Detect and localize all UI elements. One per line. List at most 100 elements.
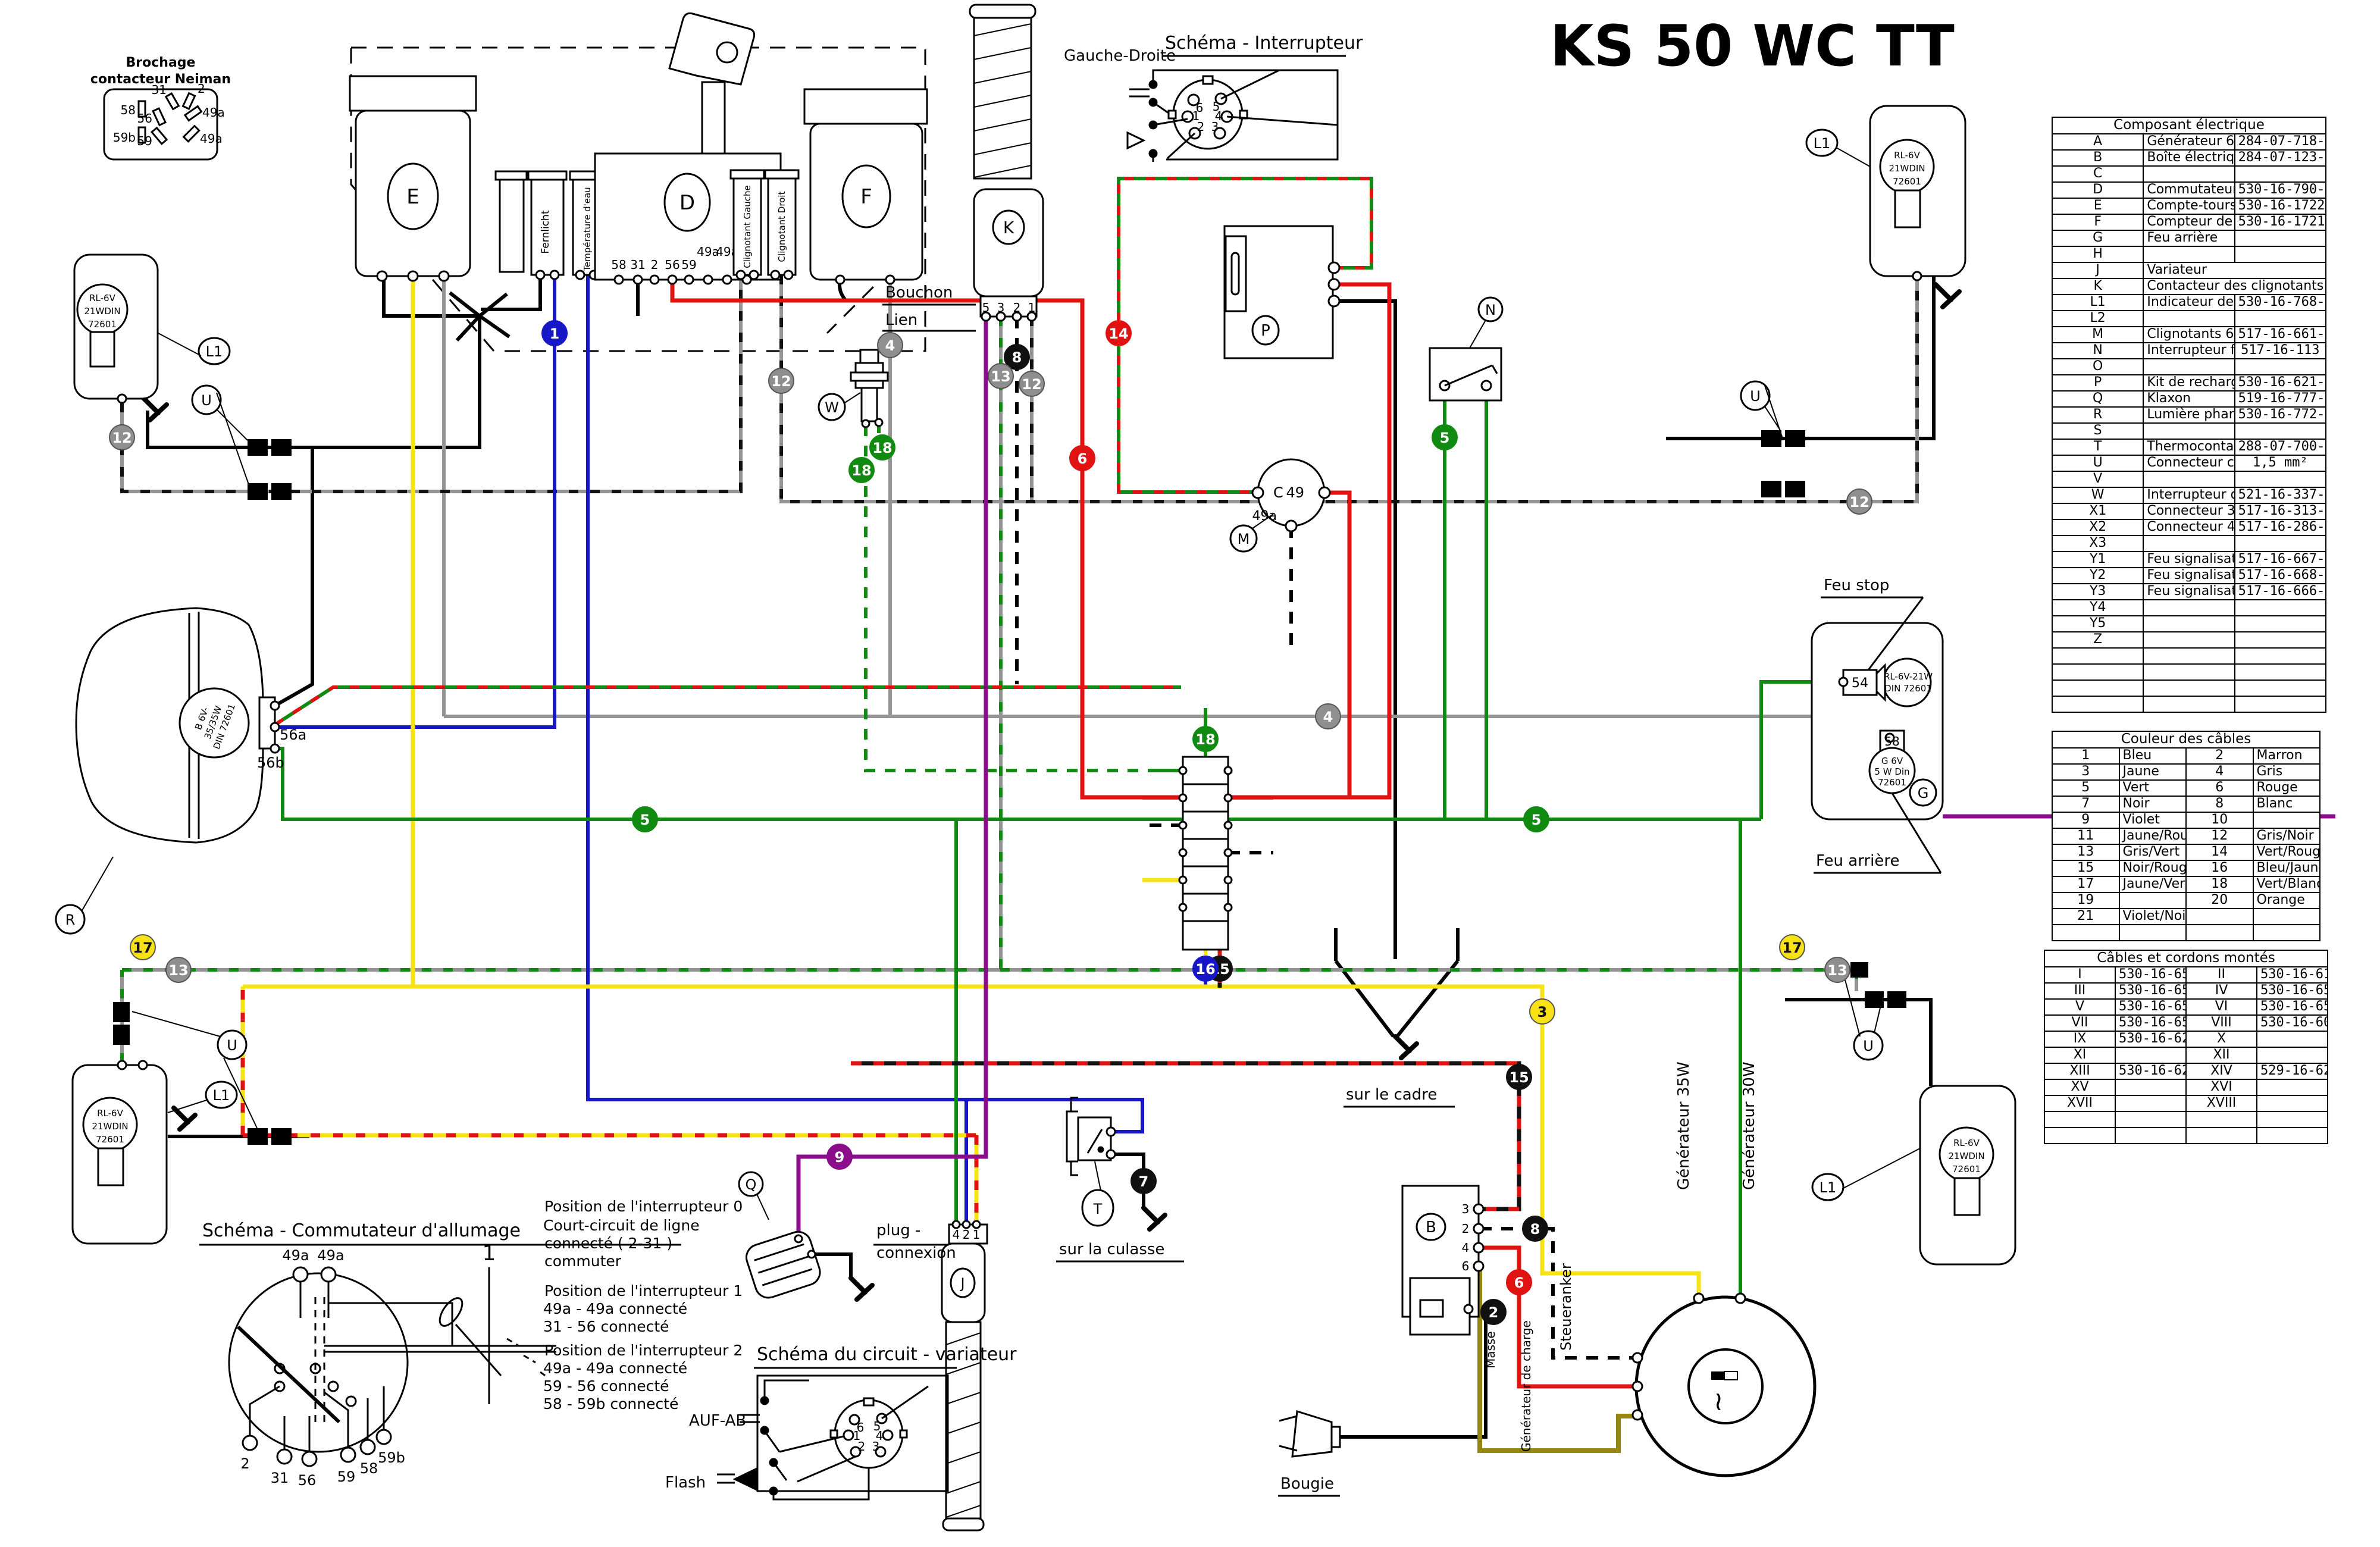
wire-badge-7 bbox=[1130, 1168, 1157, 1194]
u-circle-rr bbox=[1853, 1030, 1884, 1061]
svg-text:59 - 56 connecté: 59 - 56 connecté bbox=[543, 1377, 669, 1395]
svg-text:58: 58 bbox=[121, 103, 136, 117]
handbrake-switch-W bbox=[818, 349, 889, 428]
svg-text:1: 1 bbox=[973, 1227, 981, 1242]
label-Q: Q bbox=[746, 1176, 757, 1193]
svg-text:3: 3 bbox=[1211, 120, 1219, 134]
svg-text:DIN 72601: DIN 72601 bbox=[1884, 683, 1932, 694]
wire-badge-5 bbox=[1432, 424, 1458, 450]
svg-text:12: 12 bbox=[771, 373, 791, 390]
svg-text:9: 9 bbox=[835, 1149, 845, 1166]
svg-text:72601: 72601 bbox=[1878, 777, 1906, 788]
svg-text:1: 1 bbox=[483, 1241, 496, 1266]
label-F: F bbox=[860, 185, 872, 209]
bulb-text-rl: RL-6V 21WDIN 72601 bbox=[92, 1108, 128, 1145]
q-circle bbox=[738, 1171, 764, 1197]
svg-text:2: 2 bbox=[240, 1455, 249, 1472]
svg-text:4: 4 bbox=[1215, 109, 1223, 123]
turn-signal-rear-left bbox=[71, 1060, 168, 1245]
svg-text:49a: 49a bbox=[200, 131, 223, 146]
svg-text:4: 4 bbox=[885, 337, 895, 354]
svg-text:59b: 59b bbox=[378, 1449, 405, 1466]
svg-text:6: 6 bbox=[857, 1420, 865, 1435]
flasher-relay bbox=[1229, 458, 1331, 553]
svg-text:RL-6V: RL-6V bbox=[1894, 150, 1920, 161]
brake-switch-N bbox=[1429, 296, 1504, 402]
label-N: N bbox=[1485, 302, 1496, 318]
svg-text:58: 58 bbox=[360, 1460, 378, 1477]
svg-text:18: 18 bbox=[851, 462, 871, 479]
svg-text:4: 4 bbox=[953, 1227, 960, 1242]
wires-green bbox=[275, 400, 1843, 1298]
svg-text:13: 13 bbox=[1827, 962, 1847, 979]
bulb-text-fl: RL-6V 21WDIN 72601 bbox=[84, 293, 120, 330]
inline-connectors bbox=[113, 430, 1906, 1145]
wire-badge-14 bbox=[1106, 320, 1132, 346]
label-D: D bbox=[679, 191, 695, 215]
svg-text:1: 1 bbox=[1028, 300, 1036, 315]
label-M: M bbox=[1238, 531, 1250, 547]
wire-badge-15 bbox=[1506, 1064, 1532, 1090]
label-clg-droit: Clignotant Droit bbox=[776, 191, 787, 262]
svg-text:Gauche-Droite: Gauche-Droite bbox=[1064, 47, 1176, 65]
headlight bbox=[75, 607, 280, 844]
svg-text:Schéma - Interrupteur: Schéma - Interrupteur bbox=[1165, 33, 1363, 54]
label-temp-eau: Température d'eau bbox=[582, 187, 593, 271]
wires-jaune-rouge bbox=[240, 987, 979, 1225]
svg-text:contacteur Neiman: contacteur Neiman bbox=[90, 72, 231, 87]
wires-red bbox=[670, 280, 1637, 1389]
wire-badge-12 bbox=[1846, 488, 1872, 515]
wires-vert-rouge bbox=[274, 177, 1373, 726]
svg-text:21WDIN: 21WDIN bbox=[1889, 163, 1925, 174]
svg-text:3: 3 bbox=[872, 1439, 880, 1454]
label-bouchon: Bouchon bbox=[885, 284, 953, 302]
label-masse: Masse bbox=[1483, 1331, 1498, 1368]
svg-text:2: 2 bbox=[1462, 1222, 1470, 1236]
wire-badge-13 bbox=[1824, 957, 1850, 983]
svg-text:Schéma - Commutateur d'allumag: Schéma - Commutateur d'allumage bbox=[202, 1220, 521, 1241]
wire-badge-1 bbox=[541, 320, 568, 346]
svg-text:56: 56 bbox=[298, 1472, 317, 1489]
svg-text:59: 59 bbox=[337, 1468, 356, 1485]
svg-text:2: 2 bbox=[1489, 1304, 1499, 1321]
svg-text:16: 16 bbox=[1195, 961, 1215, 978]
wire-badge-5 bbox=[1523, 806, 1549, 832]
svg-text:13: 13 bbox=[991, 368, 1010, 385]
label-K: K bbox=[1003, 218, 1014, 237]
svg-text:31 - 56 connecté: 31 - 56 connecté bbox=[543, 1318, 669, 1335]
wire-badge-18 bbox=[848, 457, 875, 483]
wire-badge-17 bbox=[130, 934, 156, 960]
turn-signal-front-right bbox=[1869, 105, 1966, 281]
svg-text:58: 58 bbox=[611, 258, 626, 272]
svg-text:8: 8 bbox=[1012, 349, 1022, 366]
label-G: G bbox=[1918, 785, 1929, 801]
svg-text:31: 31 bbox=[630, 258, 645, 272]
svg-text:1: 1 bbox=[853, 1429, 861, 1443]
svg-text:3: 3 bbox=[1537, 1004, 1548, 1020]
svg-text:2: 2 bbox=[963, 1227, 970, 1242]
svg-text:5: 5 bbox=[1532, 812, 1542, 828]
u-circle-fl bbox=[191, 384, 222, 415]
svg-text:5: 5 bbox=[1213, 99, 1220, 114]
svg-text:1: 1 bbox=[1192, 109, 1200, 123]
label-u-fr: U bbox=[1750, 388, 1761, 405]
electric-box-B bbox=[1401, 1185, 1485, 1336]
svg-text:59: 59 bbox=[137, 134, 152, 148]
svg-text:49a - 49a connecté: 49a - 49a connecté bbox=[543, 1300, 687, 1317]
label-l1-fl: L1 bbox=[206, 343, 223, 360]
label-plug2: connexion bbox=[876, 1244, 956, 1262]
label-auf-ab: AUF-AB bbox=[689, 1412, 746, 1430]
svg-text:2: 2 bbox=[1013, 300, 1021, 315]
svg-text:RL-6V: RL-6V bbox=[97, 1108, 123, 1119]
neiman-box: Brochage contacteur Neiman 58 56 59b 59 … bbox=[90, 55, 231, 161]
bulb-text-rr: RL-6V 21WDIN 72601 bbox=[1948, 1138, 1984, 1175]
svg-text:2: 2 bbox=[198, 82, 205, 96]
wire-badge-18 bbox=[1192, 726, 1219, 752]
b-pin-labels: 3 2 4 6 bbox=[1462, 1202, 1470, 1273]
thermocontact-T bbox=[1066, 1097, 1116, 1227]
svg-text:56: 56 bbox=[665, 258, 679, 272]
l1-circle-fl bbox=[198, 337, 231, 365]
